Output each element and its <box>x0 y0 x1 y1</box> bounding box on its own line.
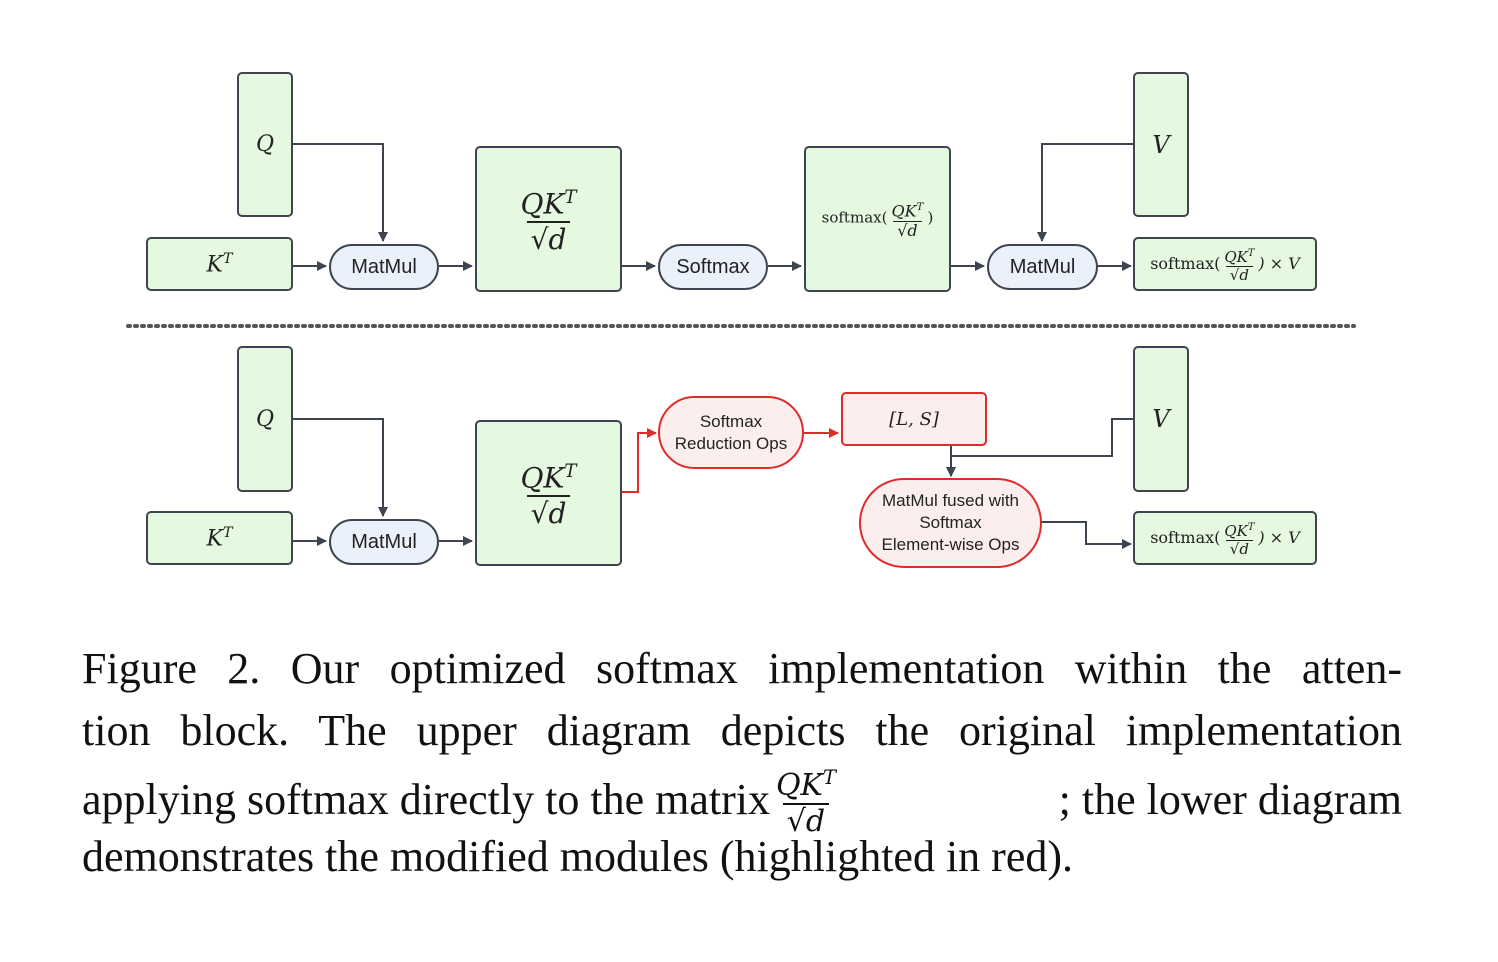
reduction-line2: Reduction Ops <box>674 433 788 453</box>
qkt-den: √d <box>526 221 571 257</box>
caption-frac-den: √d <box>782 803 830 839</box>
output-frac-sup-lower: T <box>1247 521 1255 533</box>
qkt-num: QK <box>520 187 565 221</box>
caption-frac-sup: T <box>822 766 836 789</box>
output-tail: ) × V <box>1258 253 1300 273</box>
caption-line-1: Figure 2. Our optimized softmax implemen… <box>82 644 1402 693</box>
arrow-qkt-to-reduction <box>622 428 657 493</box>
softmax-frac-den: √d <box>893 220 922 240</box>
arrow-q-to-matmul <box>293 143 388 242</box>
fused-matmul-node: MatMul fused with Softmax Element-wise O… <box>859 478 1042 568</box>
kt-box: KT <box>146 237 293 291</box>
arrow-q-to-matmul-lower <box>293 418 388 517</box>
matmul-label-lower: MatMul <box>351 530 417 553</box>
softmax-frac: QKT √d <box>887 198 927 239</box>
v-box: V <box>1133 72 1189 217</box>
caption-line-3-pre: applying softmax directly to the matrix <box>82 775 770 824</box>
qkt-fraction-lower: QKT √d <box>516 455 580 531</box>
output-frac-lower: QKT √d <box>1220 519 1258 558</box>
output-frac: QKT √d <box>1220 245 1258 284</box>
qkt-sup-lower: T <box>564 460 577 482</box>
q-label-lower: Q <box>255 406 275 432</box>
caption-line-4: demonstrates the modified modules (highl… <box>82 832 1074 881</box>
output-frac-sup: T <box>1247 247 1255 259</box>
matmul-label: MatMul <box>351 255 417 278</box>
softmax-node: Softmax <box>658 244 768 290</box>
softmax-frac-sup: T <box>916 201 924 214</box>
kt-sup: T <box>222 250 233 267</box>
ls-box: [L, S] <box>841 392 987 446</box>
softmax-label: Softmax <box>676 255 750 278</box>
softmax-close: ) <box>927 208 934 227</box>
q-label: Q <box>255 132 275 157</box>
v-label: V <box>1152 130 1170 159</box>
fused-line3: Element-wise Ops <box>881 535 1020 554</box>
matmul2-label: MatMul <box>1009 255 1076 278</box>
fused-line1: MatMul fused with <box>882 491 1019 510</box>
kt-label: KT <box>207 251 233 277</box>
caption-fraction: QKT √d <box>776 761 836 839</box>
softmax-fn: softmax( <box>821 208 888 227</box>
matmul-node: MatMul <box>329 244 439 290</box>
output-tail-lower: ) × V <box>1258 527 1300 547</box>
qkt-box-lower: QKT √d <box>475 420 622 566</box>
caption-line-3-post: ; the lower diagram <box>1058 775 1402 824</box>
output-frac-den: √d <box>1225 265 1253 284</box>
figure-caption: Figure 2. Our optimized softmax implemen… <box>82 638 1402 888</box>
output-box-lower: softmax(QKT √d ) × V <box>1133 511 1317 565</box>
kt-sup-lower: T <box>222 524 233 541</box>
kt-box-lower: KT <box>146 511 293 565</box>
caption-line-2: tion block. The upper diagram depicts th… <box>82 706 1402 755</box>
matmul2-node: MatMul <box>987 244 1098 290</box>
qkt-sup: T <box>564 186 577 208</box>
softmax-frac-num: QK <box>891 201 917 221</box>
output-expr-lower: softmax(QKT √d ) × V <box>1150 519 1300 558</box>
softmax-expr: softmax(QKT √d) <box>822 198 934 239</box>
caption-line-3: applying softmax directly to the matrix … <box>82 761 1402 839</box>
kt-base: K <box>206 252 223 278</box>
q-box: Q <box>237 72 293 217</box>
arrow-v-to-matmul2 <box>1037 143 1133 242</box>
matmul-node-lower: MatMul <box>329 519 439 565</box>
fused-line2: Softmax <box>919 513 982 532</box>
v-label-lower: V <box>1152 405 1170 433</box>
output-fn: softmax( <box>1150 253 1221 273</box>
qkt-num-lower: QK <box>520 461 565 495</box>
output-frac-num-lower: QK <box>1224 521 1248 540</box>
v-box-lower: V <box>1133 346 1189 492</box>
reduction-line1: Softmax <box>699 411 763 431</box>
softmax-result-box: softmax(QKT √d) <box>804 146 951 292</box>
arrow-fused-to-out <box>1041 521 1132 549</box>
q-box-lower: Q <box>237 346 293 492</box>
output-frac-den-lower: √d <box>1225 539 1253 558</box>
caption-frac-num: QK <box>775 768 823 803</box>
qkt-box: QKT √d <box>475 146 622 292</box>
output-expr: softmax(QKT √d ) × V <box>1150 245 1300 284</box>
qkt-den-lower: √d <box>526 495 571 531</box>
kt-label-lower: KT <box>207 525 233 551</box>
output-fn-lower: softmax( <box>1150 527 1221 547</box>
output-frac-num: QK <box>1224 247 1248 266</box>
kt-base-lower: K <box>206 526 223 552</box>
ls-label: [L, S] <box>889 408 939 430</box>
output-box: softmax(QKT √d ) × V <box>1133 237 1317 291</box>
qkt-fraction: QKT √d <box>516 181 580 257</box>
softmax-reduction-node: Softmax Reduction Ops <box>658 396 804 469</box>
